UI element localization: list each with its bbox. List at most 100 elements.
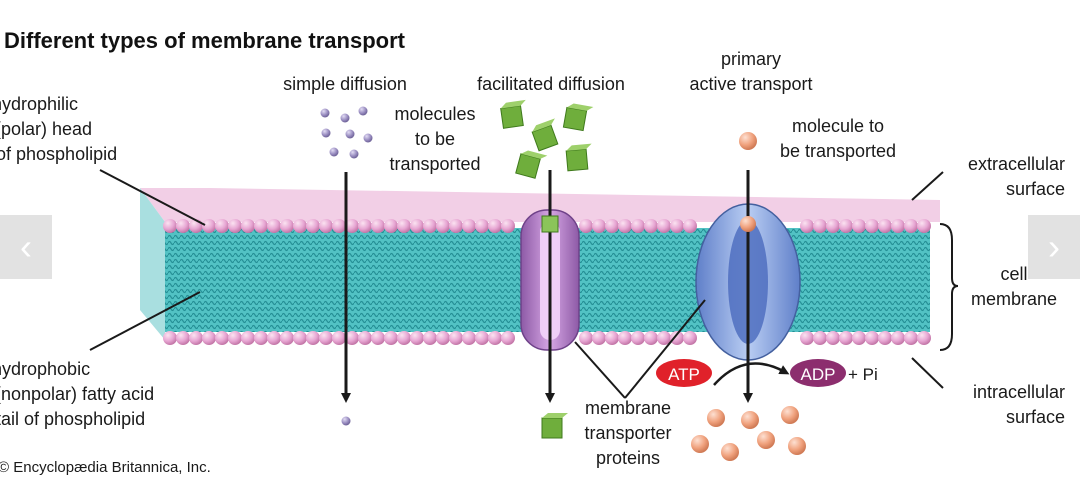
phospholipid-head (813, 331, 827, 345)
phospholipid-head (657, 219, 671, 233)
label-to-be: to be (415, 129, 455, 149)
labels: simple diffusion facilitated diffusion p… (0, 49, 1065, 468)
phospholipid-head (592, 331, 606, 345)
phospholipid-head (644, 219, 658, 233)
green-cube (541, 215, 559, 233)
label-intracellular-surface: surface (1006, 407, 1065, 427)
head-row-bottom (163, 331, 931, 345)
orange-molecule (691, 435, 709, 453)
small-molecule (345, 129, 355, 139)
green-cube (562, 103, 594, 132)
phospholipid-head (839, 219, 853, 233)
label-tail-of-phospholipid: tail of phospholipid (0, 409, 145, 429)
phospholipid-head (917, 331, 931, 345)
green-cube (500, 99, 526, 129)
phospholipid-head (800, 219, 814, 233)
phospholipid-head (319, 331, 333, 345)
phospholipid-head (904, 331, 918, 345)
label-intracellular: intracellular (973, 382, 1065, 402)
phospholipid-head (280, 219, 294, 233)
label-facilitated-diffusion: facilitated diffusion (477, 74, 625, 94)
label-of-phospholipid: of phospholipid (0, 144, 117, 164)
phospholipid-head (241, 219, 255, 233)
small-molecule (341, 416, 351, 426)
phospholipid-head (176, 331, 190, 345)
phospholipid-head (423, 219, 437, 233)
small-molecule (349, 149, 359, 159)
small-molecule (340, 113, 350, 123)
orange-molecule (739, 132, 757, 150)
phospholipid-head (852, 331, 866, 345)
label-hydrophobic: hydrophobic (0, 359, 90, 379)
phospholipid-head (358, 219, 372, 233)
orange-molecule (741, 411, 759, 429)
phospholipid-head (319, 219, 333, 233)
phospholipid-head (202, 219, 216, 233)
phospholipid-head (878, 331, 892, 345)
adp-label: ADP (801, 365, 836, 384)
phospholipid-head (436, 219, 450, 233)
orange-molecule (721, 443, 739, 461)
phospholipid-head (631, 219, 645, 233)
phospholipid-head (904, 219, 918, 233)
phospholipid-head (345, 331, 359, 345)
phospholipid-head (865, 219, 879, 233)
phospholipid-head (176, 219, 190, 233)
small-molecule (358, 106, 368, 116)
phospholipid-head (683, 219, 697, 233)
phospholipid-head (332, 331, 346, 345)
phospholipid-head (345, 219, 359, 233)
label-transporter: transporter (584, 423, 671, 443)
phospholipid-head (254, 331, 268, 345)
head-row-top (163, 219, 931, 233)
small-molecule (363, 133, 373, 143)
phospholipid-head (163, 219, 177, 233)
orange-molecule (707, 409, 725, 427)
label-primary: primary (721, 49, 781, 69)
phospholipid-head (397, 219, 411, 233)
phospholipid-head (215, 219, 229, 233)
atp-badge (656, 359, 712, 387)
atp-label: ATP (668, 365, 700, 384)
phospholipid-head (501, 331, 515, 345)
orange-molecule (788, 437, 806, 455)
chevron-left-icon: ‹ (20, 226, 32, 267)
phospholipid-head (267, 219, 281, 233)
atp-to-adp-arrow (713, 362, 790, 386)
phospholipid-head (618, 331, 632, 345)
phospholipid-head (371, 219, 385, 233)
phospholipid-head (839, 331, 853, 345)
phospholipid-head (488, 331, 502, 345)
phospholipid-head (332, 219, 346, 233)
small-molecule (320, 108, 330, 118)
phospholipid-head (410, 219, 424, 233)
phospholipid-head (189, 331, 203, 345)
phospholipid-head (215, 331, 229, 345)
label-membrane: membrane (971, 289, 1057, 309)
phospholipid-head (865, 331, 879, 345)
next-image-button[interactable]: › (1028, 215, 1080, 279)
green-cube (565, 143, 592, 172)
leader-lines (89, 169, 959, 399)
phospholipid-head (618, 219, 632, 233)
phospholipid-head (384, 219, 398, 233)
phospholipid-head (267, 331, 281, 345)
label-be-transported: be transported (780, 141, 896, 161)
orange-molecule (740, 216, 756, 232)
green-molecules-group (500, 99, 594, 439)
previous-image-button[interactable]: ‹ (0, 215, 52, 279)
green-cube (541, 413, 568, 439)
phospholipid-head (449, 219, 463, 233)
label-nonpolar-fatty-acid: (nonpolar) fatty acid (0, 384, 154, 404)
phospholipid-head (605, 219, 619, 233)
phospholipid-head (397, 331, 411, 345)
label-molecule-to: molecule to (792, 116, 884, 136)
phospholipid-head (800, 331, 814, 345)
phospholipid-head (462, 331, 476, 345)
phospholipid-head (488, 219, 502, 233)
green-cube (515, 150, 548, 179)
phospholipid-head (579, 219, 593, 233)
phospholipid-head (293, 331, 307, 345)
phospholipid-head (826, 219, 840, 233)
